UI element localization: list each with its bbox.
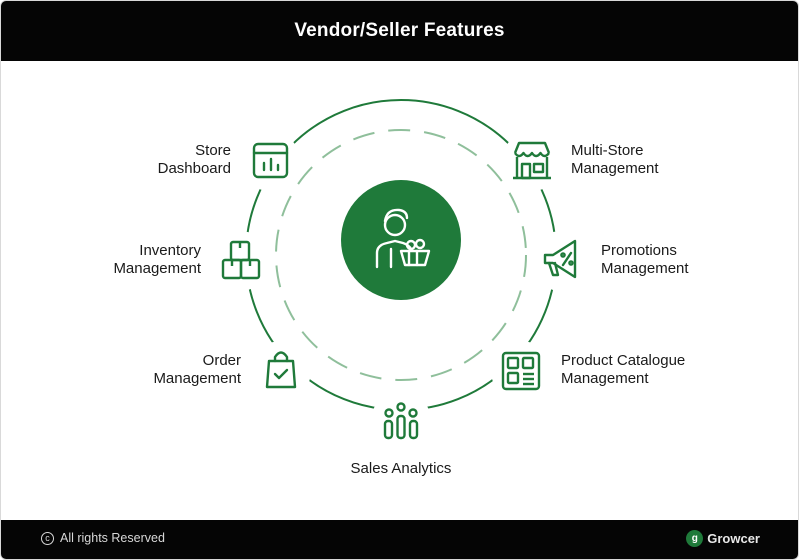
feature-label-order-management: Order Management <box>121 352 241 388</box>
copyright-icon: c <box>41 531 54 545</box>
feature-label-sales-analytics: Sales Analytics <box>321 460 481 478</box>
copyright-text: All rights Reserved <box>60 531 165 545</box>
dashboard-icon <box>252 142 289 179</box>
feature-label-store-dashboard: Store Dashboard <box>121 142 231 178</box>
catalogue-grid-icon <box>501 351 541 391</box>
feature-label-inventory-management: Inventory Management <box>81 242 201 278</box>
footer-bar: c All rights Reserved g Growcer <box>1 520 798 559</box>
feature-label-product-catalogue-management: Product Catalogue Management <box>561 352 731 388</box>
vendor-with-basket-icon <box>375 208 431 269</box>
label-line: Management <box>571 160 659 177</box>
label-line: Store <box>195 142 231 159</box>
copyright-notice: c All rights Reserved <box>41 531 165 545</box>
label-line: Management <box>113 260 201 277</box>
brand-name: Growcer <box>707 531 760 546</box>
label-line: Promotions <box>601 242 677 259</box>
label-line: Multi-Store <box>571 142 644 159</box>
brand-logo: g Growcer <box>686 530 760 547</box>
label-line: Management <box>153 370 241 387</box>
label-line: Management <box>601 260 689 277</box>
label-line: Sales Analytics <box>350 460 452 477</box>
center-circle <box>341 180 461 300</box>
storefront-icon <box>513 141 551 180</box>
boxes-icon <box>221 240 261 280</box>
label-line: Management <box>561 370 649 387</box>
feature-label-promotions-management: Promotions Management <box>601 242 741 278</box>
label-line: Order <box>202 352 241 369</box>
label-line: Product Catalogue <box>561 352 686 369</box>
growcer-logo-icon: g <box>686 530 704 547</box>
people-bars-icon <box>383 402 419 440</box>
label-line: Dashboard <box>157 160 231 177</box>
megaphone-percent-icon <box>543 239 577 279</box>
label-line: Inventory <box>139 242 201 259</box>
inner-dashed-ring <box>275 129 527 381</box>
shopping-bag-check-icon <box>265 351 297 389</box>
feature-label-multi-store-management: Multi-Store Management <box>571 142 711 178</box>
page-title: Vendor/Seller Features <box>1 1 798 61</box>
feature-diagram <box>210 99 591 451</box>
